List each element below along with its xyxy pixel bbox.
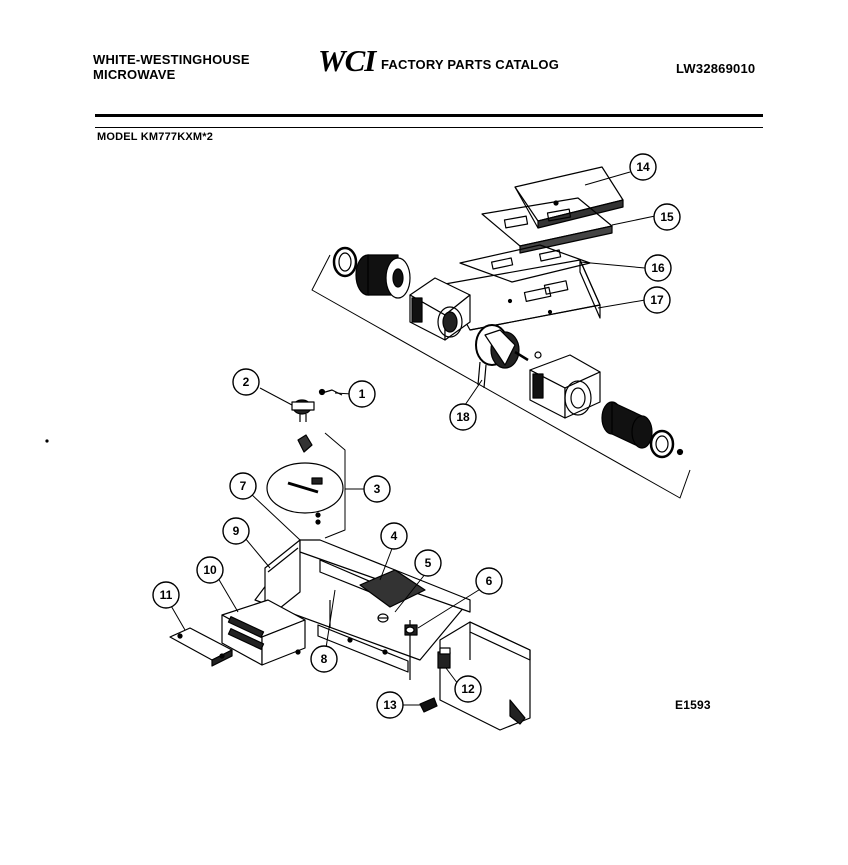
callout-number: 15 bbox=[660, 210, 674, 224]
left-blower-housing bbox=[409, 277, 471, 341]
part-12-relay bbox=[437, 647, 451, 669]
callout-9: 9 bbox=[222, 517, 250, 545]
scan-dot bbox=[45, 439, 49, 443]
model-number: MODEL KM777KXM*2 bbox=[97, 131, 214, 143]
callout-number: 18 bbox=[456, 410, 470, 424]
callout-11: 11 bbox=[152, 581, 180, 609]
left-blower-ring bbox=[332, 246, 358, 278]
callout-number: 3 bbox=[374, 482, 381, 496]
leader-lines bbox=[169, 171, 656, 706]
callout-number: 6 bbox=[486, 574, 493, 588]
callout-number: 5 bbox=[425, 556, 432, 570]
catalog-title: FACTORY PARTS CATALOG bbox=[381, 57, 560, 72]
callout-3: 3 bbox=[363, 475, 391, 503]
callout-number: 17 bbox=[650, 293, 664, 307]
part-13-connector bbox=[419, 697, 438, 713]
figure-code: E1593 bbox=[675, 698, 711, 712]
callout-16: 16 bbox=[644, 254, 672, 282]
part-10-transformer-cover bbox=[221, 599, 306, 666]
brand-block: WHITE-WESTINGHOUSE MICROWAVE bbox=[93, 52, 250, 82]
callout-number: 14 bbox=[636, 160, 650, 174]
callout-number: 12 bbox=[461, 682, 475, 696]
part-18-motor bbox=[475, 324, 542, 389]
left-fan-wheel bbox=[355, 254, 411, 299]
brand-name: WHITE-WESTINGHOUSE bbox=[93, 52, 250, 67]
callout-1: 1 bbox=[348, 380, 376, 408]
callout-12: 12 bbox=[454, 675, 482, 703]
callout-5: 5 bbox=[414, 549, 442, 577]
blower-assembly bbox=[311, 166, 691, 499]
callout-number: 10 bbox=[203, 563, 217, 577]
callout-8: 8 bbox=[310, 645, 338, 673]
callout-number: 4 bbox=[391, 529, 398, 543]
part-3-light-assembly bbox=[266, 432, 346, 539]
callout-number: 1 bbox=[359, 387, 366, 401]
right-fan-wheel bbox=[601, 401, 653, 449]
right-blower-housing bbox=[529, 354, 601, 419]
header-rule-thick bbox=[95, 114, 763, 117]
callout-15: 15 bbox=[653, 203, 681, 231]
callout-13: 13 bbox=[376, 691, 404, 719]
right-side-panel bbox=[439, 621, 531, 731]
callout-4: 4 bbox=[380, 522, 408, 550]
callout-number: 8 bbox=[321, 652, 328, 666]
callout-number: 9 bbox=[233, 524, 240, 538]
callout-2: 2 bbox=[232, 368, 260, 396]
callout-number: 2 bbox=[243, 375, 250, 389]
callout-6: 6 bbox=[475, 567, 503, 595]
callout-7: 7 bbox=[229, 472, 257, 500]
wci-logo: WCI bbox=[318, 43, 376, 78]
callout-number: 7 bbox=[240, 479, 247, 493]
part-5-fuse bbox=[377, 613, 389, 623]
part-2-thermostat bbox=[291, 399, 315, 422]
header-rule-thin bbox=[95, 127, 763, 128]
callout-17: 17 bbox=[643, 286, 671, 314]
part-6-switch bbox=[404, 624, 418, 636]
part-11-bracket bbox=[169, 627, 233, 667]
callout-number: 13 bbox=[383, 698, 397, 712]
right-blower-ring bbox=[649, 429, 684, 459]
part-14-cover bbox=[514, 166, 624, 229]
part-4-cover-plate bbox=[359, 569, 426, 608]
callout-14: 14 bbox=[629, 153, 657, 181]
callout-number: 11 bbox=[160, 588, 173, 602]
catalog-number: LW32869010 bbox=[676, 61, 756, 76]
product-type: MICROWAVE bbox=[93, 67, 176, 82]
callout-number: 16 bbox=[651, 261, 665, 275]
callout-10: 10 bbox=[196, 556, 224, 584]
part-1-screw bbox=[318, 388, 343, 396]
callout-18: 18 bbox=[449, 403, 477, 431]
